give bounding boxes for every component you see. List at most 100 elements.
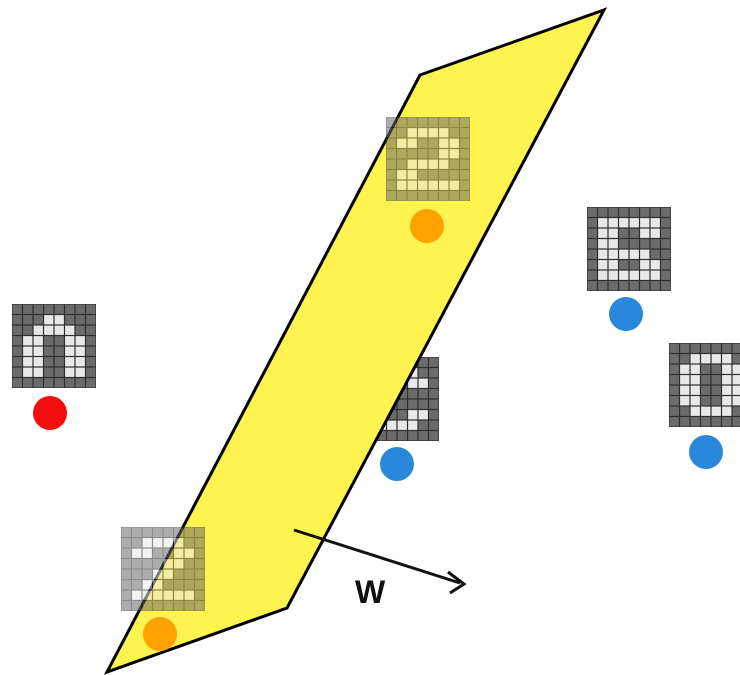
glyph-pixel <box>407 138 417 148</box>
glyph-pixel <box>86 315 96 325</box>
glyph-pixel <box>460 159 470 169</box>
glyph-pixel <box>680 354 690 364</box>
glyph-pixel <box>449 180 459 190</box>
glyph-pixel <box>195 580 205 590</box>
glyph-pixel <box>65 378 75 388</box>
glyph-pixel <box>397 159 407 169</box>
glyph-pixel <box>690 354 700 364</box>
glyph-pixel <box>195 538 205 548</box>
glyph-pixel <box>44 325 54 335</box>
glyph-pixel <box>650 228 660 238</box>
glyph-pixel <box>732 364 740 374</box>
overlapping-samples-layer <box>121 117 470 611</box>
glyph-pixel <box>418 420 428 430</box>
glyph-pixel <box>397 399 407 409</box>
glyph-pixel <box>407 159 417 169</box>
glyph-pixel <box>65 346 75 356</box>
glyph-pixel <box>690 343 700 353</box>
glyph-pixel <box>608 228 618 238</box>
glyph-pixel <box>661 239 671 249</box>
glyph-pixel <box>142 538 152 548</box>
weight-vector: W <box>293 528 467 610</box>
glyph-pixel <box>386 138 396 148</box>
glyph-pixel <box>163 590 173 600</box>
glyph-pixel <box>418 368 428 378</box>
glyph-pixel <box>598 239 608 249</box>
glyph-pixel <box>44 315 54 325</box>
glyph-pixel <box>407 117 417 127</box>
glyph-pixel <box>75 367 85 377</box>
glyph-pixel <box>23 346 33 356</box>
glyph-pixel <box>661 270 671 280</box>
glyph-pixel <box>12 346 22 356</box>
glyph-pixel <box>121 548 131 558</box>
glyph-pixel <box>44 336 54 346</box>
class-points-layer <box>33 209 723 651</box>
glyph-pixel <box>722 385 732 395</box>
glyph-pixel <box>587 228 597 238</box>
glyph-pixel <box>12 315 22 325</box>
glyph-pixel <box>54 304 64 314</box>
digit-glyph-left <box>12 304 96 388</box>
digit-glyph-right-top <box>587 207 671 291</box>
glyph-pixel <box>23 378 33 388</box>
glyph-pixel <box>418 138 428 148</box>
glyph-pixel <box>153 569 163 579</box>
glyph-pixel <box>669 406 679 416</box>
glyph-pixel <box>65 325 75 335</box>
glyph-pixel <box>661 249 671 259</box>
glyph-pixel <box>418 410 428 420</box>
glyph-pixel <box>439 149 449 159</box>
glyph-pixel <box>142 580 152 590</box>
glyph-pixel <box>33 325 43 335</box>
glyph-pixel <box>629 218 639 228</box>
glyph-pixel <box>722 343 732 353</box>
glyph-pixel <box>608 281 618 291</box>
glyph-pixel <box>701 354 711 364</box>
glyph-pixel <box>449 191 459 201</box>
glyph-pixel <box>12 336 22 346</box>
glyph-pixel <box>397 431 407 441</box>
glyph-pixel <box>163 601 173 611</box>
blue-class-point <box>689 435 723 469</box>
glyph-pixel <box>86 346 96 356</box>
glyph-pixel <box>690 406 700 416</box>
glyph-pixel <box>12 367 22 377</box>
glyph-pixel <box>711 385 721 395</box>
glyph-pixel <box>397 117 407 127</box>
glyph-pixel <box>132 559 142 569</box>
glyph-pixel <box>184 601 194 611</box>
blue-class-point <box>609 297 643 331</box>
glyph-pixel <box>44 378 54 388</box>
glyph-pixel <box>619 239 629 249</box>
glyph-pixel <box>661 260 671 270</box>
glyph-pixel <box>661 218 671 228</box>
glyph-pixel <box>619 218 629 228</box>
glyph-pixel <box>650 239 660 249</box>
glyph-pixel <box>44 304 54 314</box>
glyph-pixel <box>669 396 679 406</box>
glyph-pixel <box>386 117 396 127</box>
glyph-pixel <box>669 375 679 385</box>
glyph-pixel <box>650 281 660 291</box>
glyph-pixel <box>598 281 608 291</box>
glyph-pixel <box>387 410 397 420</box>
glyph-pixel <box>629 281 639 291</box>
glyph-pixel <box>460 138 470 148</box>
glyph-pixel <box>121 590 131 600</box>
glyph-pixel <box>629 228 639 238</box>
glyph-pixel <box>650 249 660 259</box>
glyph-pixel <box>680 375 690 385</box>
glyph-pixel <box>174 601 184 611</box>
glyph-pixel <box>387 431 397 441</box>
glyph-pixel <box>428 191 438 201</box>
glyph-pixel <box>608 218 618 228</box>
glyph-pixel <box>429 410 439 420</box>
glyph-pixel <box>407 191 417 201</box>
glyph-pixel <box>33 315 43 325</box>
glyph-pixel <box>732 354 740 364</box>
glyph-pixel <box>460 117 470 127</box>
glyph-pixel <box>132 590 142 600</box>
glyph-pixel <box>669 417 679 427</box>
glyph-pixel <box>163 559 173 569</box>
